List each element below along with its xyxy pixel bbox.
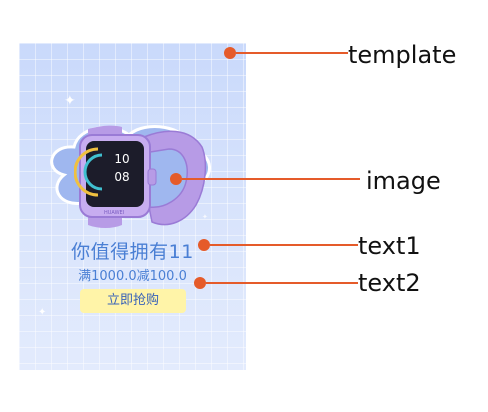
watch-minute-text: 08 — [114, 170, 129, 184]
annotation-label-template: template — [348, 41, 457, 69]
annotation-dot-image — [170, 173, 182, 185]
annotation-line-text1 — [210, 244, 358, 246]
smartwatch-image: 10 08 HUAWEI — [74, 125, 207, 228]
sparkle-icon: ✦ — [202, 213, 208, 221]
annotation-label-text2: text2 — [358, 269, 421, 297]
annotation-line-text2 — [206, 282, 358, 284]
annotation-dot-text2 — [194, 277, 206, 289]
annotation-label-text1: text1 — [358, 232, 421, 260]
buy-now-button[interactable]: 立即抢购 — [80, 289, 186, 313]
annotation-dot-text1 — [198, 239, 210, 251]
template-card: ✦ ✦ ✦ ✦ 10 08 HUAWEI 你值得拥有11 满1000.0减100… — [19, 43, 246, 370]
sparkle-icon: ✦ — [64, 93, 76, 109]
annotation-label-image: image — [366, 167, 441, 195]
annotation-line-template — [236, 52, 348, 54]
annotation-dot-template — [224, 47, 236, 59]
heading-text: 你值得拥有11 — [71, 241, 194, 263]
discount-text: 满1000.0减100.0 — [78, 269, 187, 284]
annotation-line-image — [182, 178, 360, 180]
sparkle-icon: ✦ — [38, 307, 47, 318]
watch-hour-text: 10 — [114, 152, 129, 166]
watch-brand-text: HUAWEI — [104, 210, 124, 216]
